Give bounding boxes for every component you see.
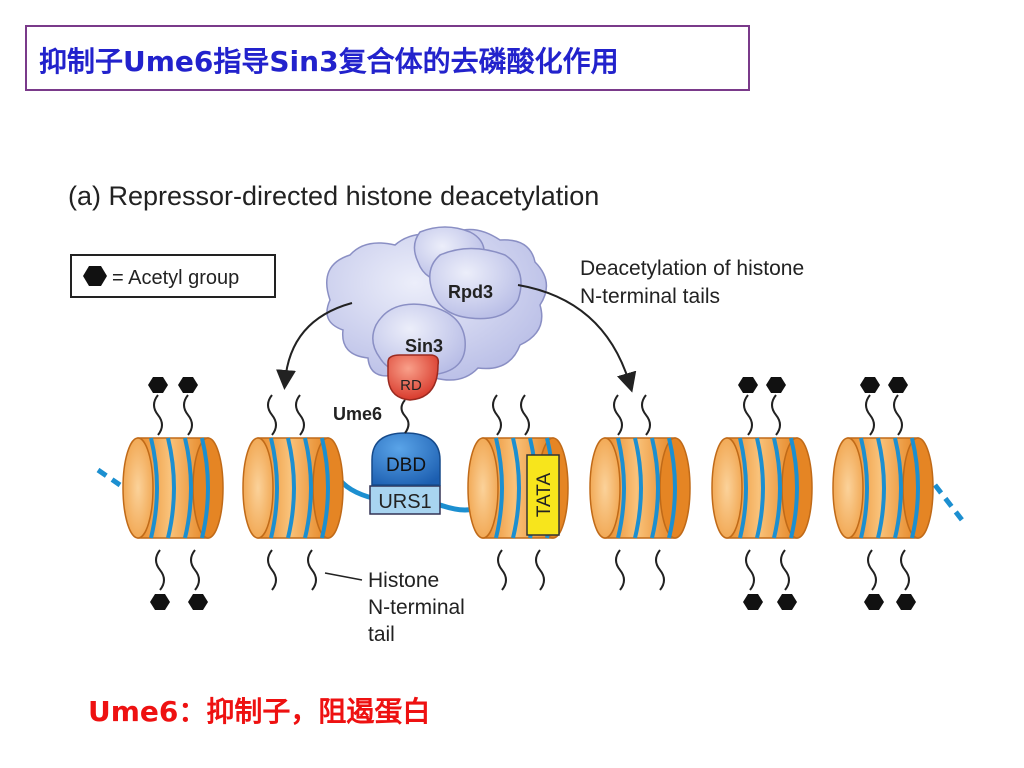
slide-title: 抑制子Ume6指导Sin3复合体的去磷酸化作用 — [39, 45, 619, 78]
rpd3-label: Rpd3 — [448, 282, 493, 302]
arrow-right — [517, 284, 637, 393]
nucleosome-1 — [122, 437, 224, 539]
histone-tail-leader — [324, 572, 363, 581]
urs1-element: URS1 — [369, 485, 441, 515]
title-box: 抑制子Ume6指导Sin3复合体的去磷酸化作用 — [25, 25, 750, 91]
ume6-linker — [400, 399, 410, 434]
deacetylation-label-line2: N-terminal tails — [580, 285, 720, 308]
legend-label: = Acetyl group — [112, 267, 239, 289]
histone-tails-top — [153, 394, 903, 436]
ume6-label: Ume6 — [333, 404, 382, 424]
dbd-label: DBD — [386, 455, 426, 476]
sin3-label: Sin3 — [405, 336, 443, 356]
dbd-domain: DBD — [371, 432, 441, 486]
nucleosome-4 — [589, 437, 691, 539]
arrow-left — [276, 302, 353, 390]
urs1-label: URS1 — [378, 491, 431, 513]
diagram-heading: (a) Repressor-directed histone deacetyla… — [68, 181, 599, 211]
tata-label: TATA — [534, 473, 555, 518]
rd-label: RD — [400, 377, 422, 394]
histone-tails-bottom — [155, 549, 910, 591]
slide-caption: Ume6：抑制子，阻遏蛋白 — [88, 695, 431, 728]
nucleosome-5 — [711, 437, 813, 539]
tata-box: TATA — [526, 454, 560, 536]
acetyl-group-icon — [83, 266, 107, 286]
rd-domain: RD — [387, 354, 440, 401]
acetyl-groups — [148, 377, 916, 610]
deacetylation-label-line1: Deacetylation of histone — [580, 257, 804, 280]
histone-label-line1: Histone — [368, 569, 439, 592]
nucleosome-2 — [242, 437, 344, 539]
histone-label-line2: N-terminal — [368, 596, 465, 619]
sin3-rpd3-complex — [326, 226, 548, 384]
nucleosome-6 — [832, 437, 934, 539]
histone-label-line3: tail — [368, 623, 395, 646]
legend: = Acetyl group — [70, 254, 276, 298]
